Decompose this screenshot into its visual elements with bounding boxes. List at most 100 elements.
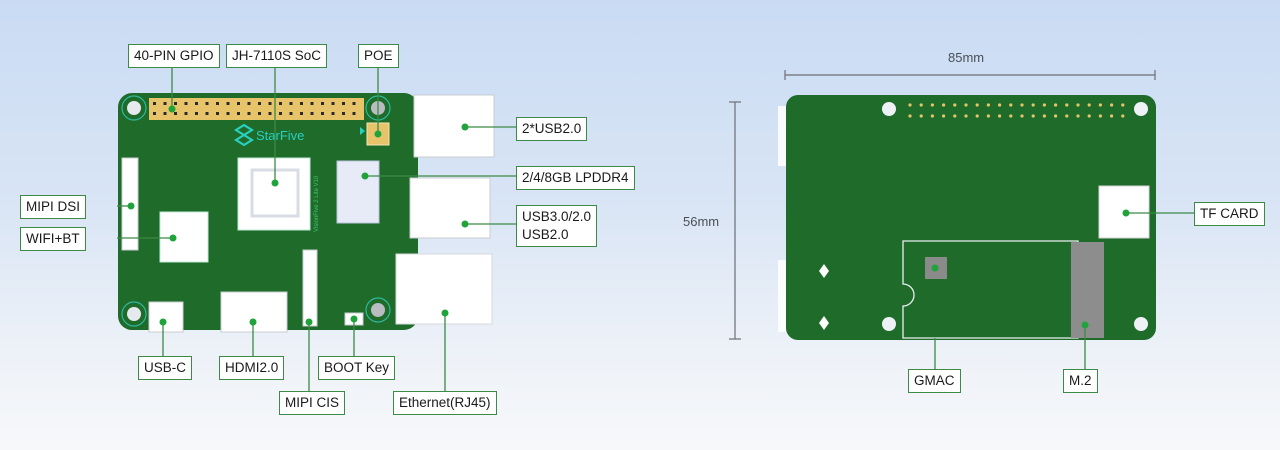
gpio-pin xyxy=(226,112,230,115)
callout-soc: JH-7110S SoC xyxy=(226,44,328,68)
usb30-port xyxy=(409,177,491,239)
solder-dot xyxy=(1098,103,1102,107)
solder-dot xyxy=(1054,114,1058,118)
solder-dot xyxy=(930,114,935,118)
solder-dot xyxy=(908,114,912,118)
rear-board xyxy=(778,95,1156,340)
callout-dot-icon xyxy=(168,105,176,113)
gpio-pin xyxy=(321,102,324,105)
width-dimension-line xyxy=(784,70,1156,80)
callout-usb-c: USB-C xyxy=(138,356,193,380)
solder-dot xyxy=(1009,114,1013,118)
gpio-pin xyxy=(163,102,167,105)
rear-ethernet-edge xyxy=(778,260,786,332)
gpio-pin xyxy=(195,112,198,115)
gpio-pin xyxy=(258,112,261,115)
solder-dot xyxy=(1065,114,1069,118)
callout-dot-icon xyxy=(461,123,469,131)
solder-dot xyxy=(1110,114,1114,118)
solder-dot xyxy=(1076,103,1080,107)
gpio-pin xyxy=(216,102,219,105)
solder-dot xyxy=(1121,114,1125,118)
solder-dot xyxy=(1042,114,1046,118)
gpio-pin xyxy=(310,112,314,115)
hdmi-port xyxy=(220,291,288,333)
callout-mipi-dsi: MIPI DSI xyxy=(20,195,87,219)
solder-dot xyxy=(1020,114,1024,118)
gpio-header xyxy=(149,98,364,120)
gpio-pin xyxy=(163,112,167,115)
callout-memory: 2/4/8GB LPDDR4 xyxy=(516,166,635,190)
callout-dot-icon xyxy=(127,202,135,210)
gpio-pin xyxy=(184,112,188,115)
gpio-pin xyxy=(352,112,356,115)
callout-dot-icon xyxy=(169,234,177,242)
callout-dot-icon xyxy=(361,172,369,180)
usb-c-port xyxy=(148,301,184,333)
starfive-logo-icon xyxy=(233,123,255,147)
gpio-pin xyxy=(331,112,335,115)
solder-dot xyxy=(1087,103,1091,107)
callout-gmac: GMAC xyxy=(908,369,961,393)
gpio-pin xyxy=(310,102,314,105)
mounting-hole-icon xyxy=(882,102,896,116)
gpio-pin xyxy=(237,112,240,115)
solder-dot xyxy=(1121,103,1125,107)
rear-usb-edge xyxy=(778,106,786,166)
gpio-pin xyxy=(300,112,303,115)
gpio-pin xyxy=(205,102,209,105)
callout-tf-card: TF CARD xyxy=(1194,202,1265,226)
front-board: StarFive VisionFive 2 Lite V10 xyxy=(118,93,495,333)
width-dimension-label: 85mm xyxy=(948,50,985,65)
mounting-hole-icon xyxy=(1134,102,1148,116)
board-silkscreen-text: VisionFive 2 Lite V10 xyxy=(314,175,320,232)
callout-dot-icon xyxy=(159,318,167,326)
solder-dot xyxy=(942,114,946,118)
solder-dot xyxy=(1076,114,1080,118)
poe-pin1-marker-icon xyxy=(360,127,365,135)
solder-dot xyxy=(1110,103,1114,107)
solder-dot xyxy=(964,103,968,107)
rear-gpio-solder-dots xyxy=(908,103,1125,118)
usb20-dual-port xyxy=(413,94,495,158)
solder-dot xyxy=(1065,103,1069,107)
solder-dot xyxy=(908,103,912,107)
solder-dot xyxy=(975,114,979,118)
gpio-pin xyxy=(279,112,282,115)
gpio-pin xyxy=(174,102,177,105)
gpio-pin xyxy=(342,112,345,115)
gpio-pin xyxy=(184,102,188,105)
gpio-pin xyxy=(321,112,324,115)
solder-dot xyxy=(986,103,991,107)
callout-dot-icon xyxy=(305,318,313,326)
solder-dot xyxy=(986,114,991,118)
gpio-pin xyxy=(237,102,240,105)
solder-dot xyxy=(919,103,923,107)
solder-dot xyxy=(953,103,957,107)
callout-boot-key: BOOT Key xyxy=(318,356,396,380)
callout-dot-icon xyxy=(271,179,279,187)
fiducial-icon xyxy=(819,316,829,330)
gpio-pins xyxy=(153,102,356,115)
gpio-pin xyxy=(300,102,303,105)
gpio-pin xyxy=(352,102,356,105)
callout-dot-icon xyxy=(931,264,939,272)
height-dimension-line xyxy=(729,101,741,340)
gpio-pin xyxy=(153,102,156,105)
rear-leader-lines xyxy=(934,212,1194,370)
callout-dot-icon xyxy=(1081,321,1089,329)
height-dimension-label: 56mm xyxy=(683,214,720,229)
brand-logo-text: StarFive xyxy=(256,128,304,143)
callout-dot-icon xyxy=(461,220,469,228)
callout-usb30: USB3.0/2.0 USB2.0 xyxy=(516,205,598,247)
callout-ethernet: Ethernet(RJ45) xyxy=(393,391,497,415)
fiducial-icon xyxy=(819,264,829,278)
callout-m2: M.2 xyxy=(1063,369,1098,393)
rear-callout-dots xyxy=(931,209,1130,329)
solder-dot xyxy=(1098,114,1102,118)
callout-wifi-bt: WIFI+BT xyxy=(20,227,86,251)
gpio-pin xyxy=(289,102,293,105)
callout-gpio: 40-PIN GPIO xyxy=(128,44,220,68)
mounting-hole-icon xyxy=(121,301,147,327)
